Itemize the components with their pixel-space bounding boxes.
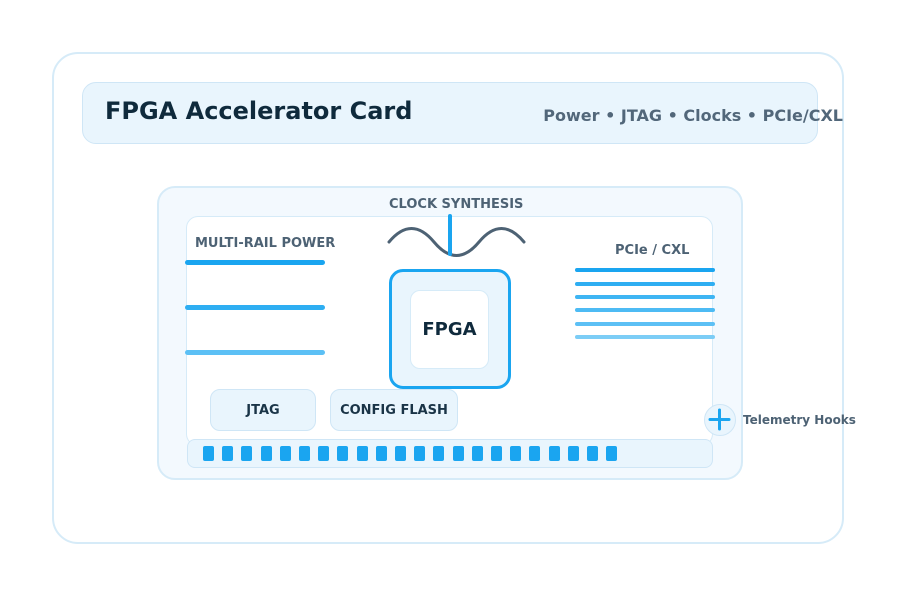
pcie-cxl-label: PCIe / CXL	[615, 243, 690, 258]
fpga-die-label: FPGA	[410, 290, 489, 369]
telemetry-add-button[interactable]	[704, 404, 736, 436]
edge-connector	[187, 439, 713, 468]
pcie-lane-1	[575, 268, 715, 272]
connector-pin	[299, 446, 310, 461]
connector-pin	[356, 446, 368, 461]
power-rail-3	[185, 350, 325, 355]
connector-pin	[491, 446, 502, 461]
plus-icon	[708, 408, 731, 431]
page-subtitle: Power • JTAG • Clocks • PCIe/CXL	[543, 106, 843, 125]
pcie-lane-2	[575, 282, 715, 286]
jtag-block: JTAG	[210, 389, 316, 431]
power-rail-2	[185, 305, 325, 310]
connector-pin	[395, 446, 406, 461]
connector-pin	[279, 446, 291, 461]
clock-synthesis-label: CLOCK SYNTHESIS	[389, 197, 524, 212]
page-title: FPGA Accelerator Card	[105, 97, 413, 125]
connector-pin	[260, 446, 272, 461]
power-rail-1	[185, 260, 325, 265]
header-panel	[82, 82, 818, 144]
connector-pin	[203, 446, 214, 461]
pcie-lane-3	[575, 295, 715, 299]
connector-pin	[471, 446, 483, 461]
pcie-lane-5	[575, 322, 715, 326]
connector-pin	[567, 446, 579, 461]
connector-pin	[606, 446, 618, 461]
connector-pin	[241, 446, 253, 461]
connector-pin	[452, 446, 464, 461]
clock-wave-icon	[387, 214, 526, 257]
multi-rail-power-label: MULTI-RAIL POWER	[195, 236, 336, 251]
pcie-lane-6	[575, 335, 715, 339]
pcie-lane-4	[575, 308, 715, 312]
connector-pin	[510, 446, 522, 461]
connector-pin	[433, 446, 445, 461]
connector-pin	[414, 446, 426, 461]
connector-pin	[337, 446, 349, 461]
connector-pin	[548, 446, 560, 461]
connector-pin	[587, 446, 598, 461]
telemetry-hooks-label: Telemetry Hooks	[743, 413, 856, 427]
connector-pin	[529, 446, 541, 461]
connector-pin	[318, 446, 330, 461]
connector-pin	[222, 446, 234, 461]
config-flash-block: CONFIG FLASH	[330, 389, 458, 431]
connector-pin	[375, 446, 387, 461]
